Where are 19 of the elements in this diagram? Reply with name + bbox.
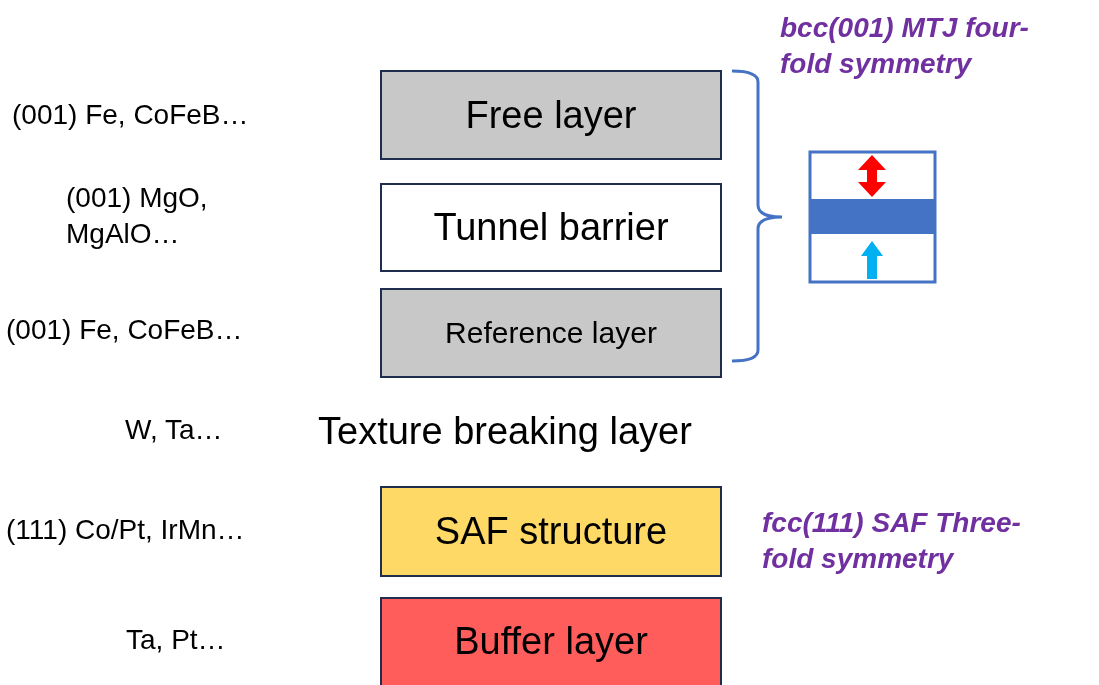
layer-box	[380, 70, 722, 160]
layer-box	[380, 288, 722, 378]
layer-name: Reference layer	[445, 316, 657, 350]
layer-name: SAF structure	[434, 510, 668, 553]
material-label: (001) Fe, CoFeB…	[6, 313, 244, 347]
annotation-text: fcc(111) SAF Three-fold symmetry	[762, 506, 1022, 576]
annotation-text: bcc(001) MTJ four-fold symmetry	[780, 11, 1030, 81]
material-label: (111) Co/Pt, IrMn…	[6, 513, 246, 547]
material-label: W, Ta…	[125, 413, 224, 447]
layer-name: Free layer	[465, 93, 637, 137]
layer-box	[380, 486, 722, 577]
material-label: Ta, Pt…	[126, 623, 227, 657]
material-label: (001) Fe, CoFeB…	[12, 98, 250, 132]
layer-name: Tunnel barrier	[433, 206, 669, 249]
layer-name: Texture breaking layer	[318, 409, 693, 454]
layer-name: Buffer layer	[454, 619, 648, 663]
layer-box	[380, 183, 722, 272]
layer-box	[380, 597, 722, 685]
material-label: (001) MgO, MgAlO…	[66, 181, 209, 251]
